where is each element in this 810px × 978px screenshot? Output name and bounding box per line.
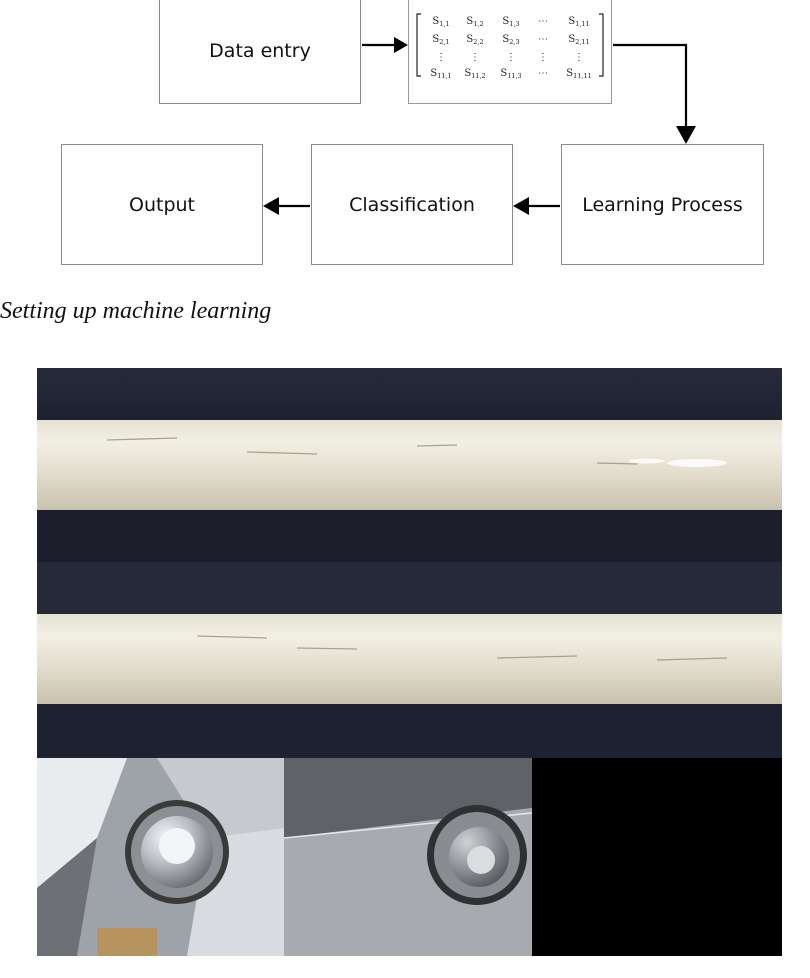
bottom-panel-1 <box>37 758 284 956</box>
output-label: Output <box>129 193 195 216</box>
arrow-matrix-to-learning <box>613 43 688 128</box>
matrix-cell: S1,2 <box>466 16 483 28</box>
rod-1-bright-patch <box>629 458 727 467</box>
bottom-panel-3 <box>532 758 782 956</box>
dark-band-1 <box>37 368 782 420</box>
left-bracket <box>416 13 421 77</box>
matrix-cell: S1,11 <box>568 16 589 28</box>
rod-2-defects <box>196 635 728 661</box>
matrix-cell: ⋮ <box>506 52 516 63</box>
dark-band-4 <box>37 704 782 758</box>
matrix-cell: ⋯ <box>538 34 548 45</box>
matrix-cell: S2,11 <box>568 34 589 46</box>
arrowhead-output <box>263 197 279 215</box>
output-box: Output <box>61 144 263 265</box>
data-entry-box: Data entry <box>159 0 361 104</box>
matrix-cell: ⋮ <box>436 52 446 63</box>
dark-band-3 <box>37 562 782 614</box>
learning-process-label: Learning Process <box>582 193 743 216</box>
matrix-cell: ⋮ <box>538 52 548 63</box>
arrowhead-learning <box>676 126 696 144</box>
bottom-panel-2 <box>283 758 533 956</box>
flow-arrows <box>263 37 696 215</box>
matrix-cell: S11,2 <box>464 68 485 80</box>
arrowhead-classification <box>513 197 529 215</box>
dark-band-2 <box>37 510 782 562</box>
matrix-brackets <box>416 13 604 77</box>
matrix-cell: S11,3 <box>500 68 521 80</box>
matrix-cell: ⋯ <box>538 16 548 27</box>
figure-caption: Setting up machine learning <box>0 298 272 324</box>
rod-1-defects <box>106 437 638 465</box>
matrix-cell: S1,1 <box>432 16 449 28</box>
arrowhead-matrix <box>394 37 408 53</box>
inspection-photo <box>37 368 782 956</box>
matrix-cell: S11,1 <box>430 68 451 80</box>
right-bracket <box>599 13 604 77</box>
classification-box: Classification <box>311 144 513 265</box>
rod-2 <box>37 614 782 704</box>
matrix-cell: ⋮ <box>574 52 584 63</box>
matrix-cell: S2,1 <box>432 34 449 46</box>
learning-process-box: Learning Process <box>561 144 764 265</box>
matrix-cell: S11,11 <box>566 68 591 80</box>
rod-1 <box>37 420 782 510</box>
data-entry-label: Data entry <box>209 40 311 62</box>
matrix-cell: S2,3 <box>502 34 519 46</box>
matrix-cell: S2,2 <box>466 34 483 46</box>
matrix-cell: S1,3 <box>502 16 519 28</box>
matrix-cell: ⋮ <box>470 52 480 63</box>
matrix-cell: ⋯ <box>538 68 548 79</box>
classification-label: Classification <box>349 193 475 216</box>
